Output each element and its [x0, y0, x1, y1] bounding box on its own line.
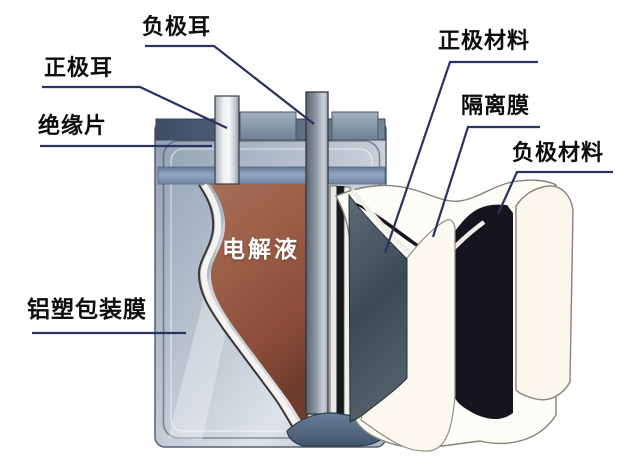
leader-negative-material [496, 170, 613, 215]
label-positive-material: 正极材料 [438, 28, 531, 53]
label-positive-tab: 正极耳 [44, 55, 114, 80]
seal-block-left [239, 111, 297, 141]
separator-outer-wrap [515, 185, 574, 401]
label-negative-material: 负极材料 [512, 140, 605, 165]
pouch-fold-band [157, 166, 386, 185]
electrolyte-fill [210, 184, 308, 432]
negative-material-sheet [354, 202, 513, 420]
label-insulation-sheet: 绝缘片 [38, 113, 108, 138]
layer-edge-white-1 [329, 185, 338, 423]
inner-layer-white-edge [200, 183, 303, 433]
leader-lines [32, 44, 613, 335]
label-separator: 隔离膜 [461, 93, 531, 118]
seal-block-right [331, 111, 379, 141]
leader-negative-tab [145, 44, 315, 125]
leader-positive-tab [42, 85, 228, 129]
positive-material-sheet [348, 193, 408, 423]
leader-positive-material [383, 60, 538, 254]
positive-tab-metal [214, 95, 240, 185]
inner-layer-dark-edge [197, 184, 296, 432]
label-negative-tab: 负极耳 [142, 14, 212, 39]
layer-edge-black [336, 186, 345, 422]
electrolyte-region [197, 183, 308, 433]
negative-tab-metal [305, 91, 329, 415]
label-electrolyte: 电解液 [222, 236, 300, 262]
leader-separator [431, 125, 540, 238]
label-aluminum-plastic-film: 铝塑包装膜 [27, 296, 147, 322]
